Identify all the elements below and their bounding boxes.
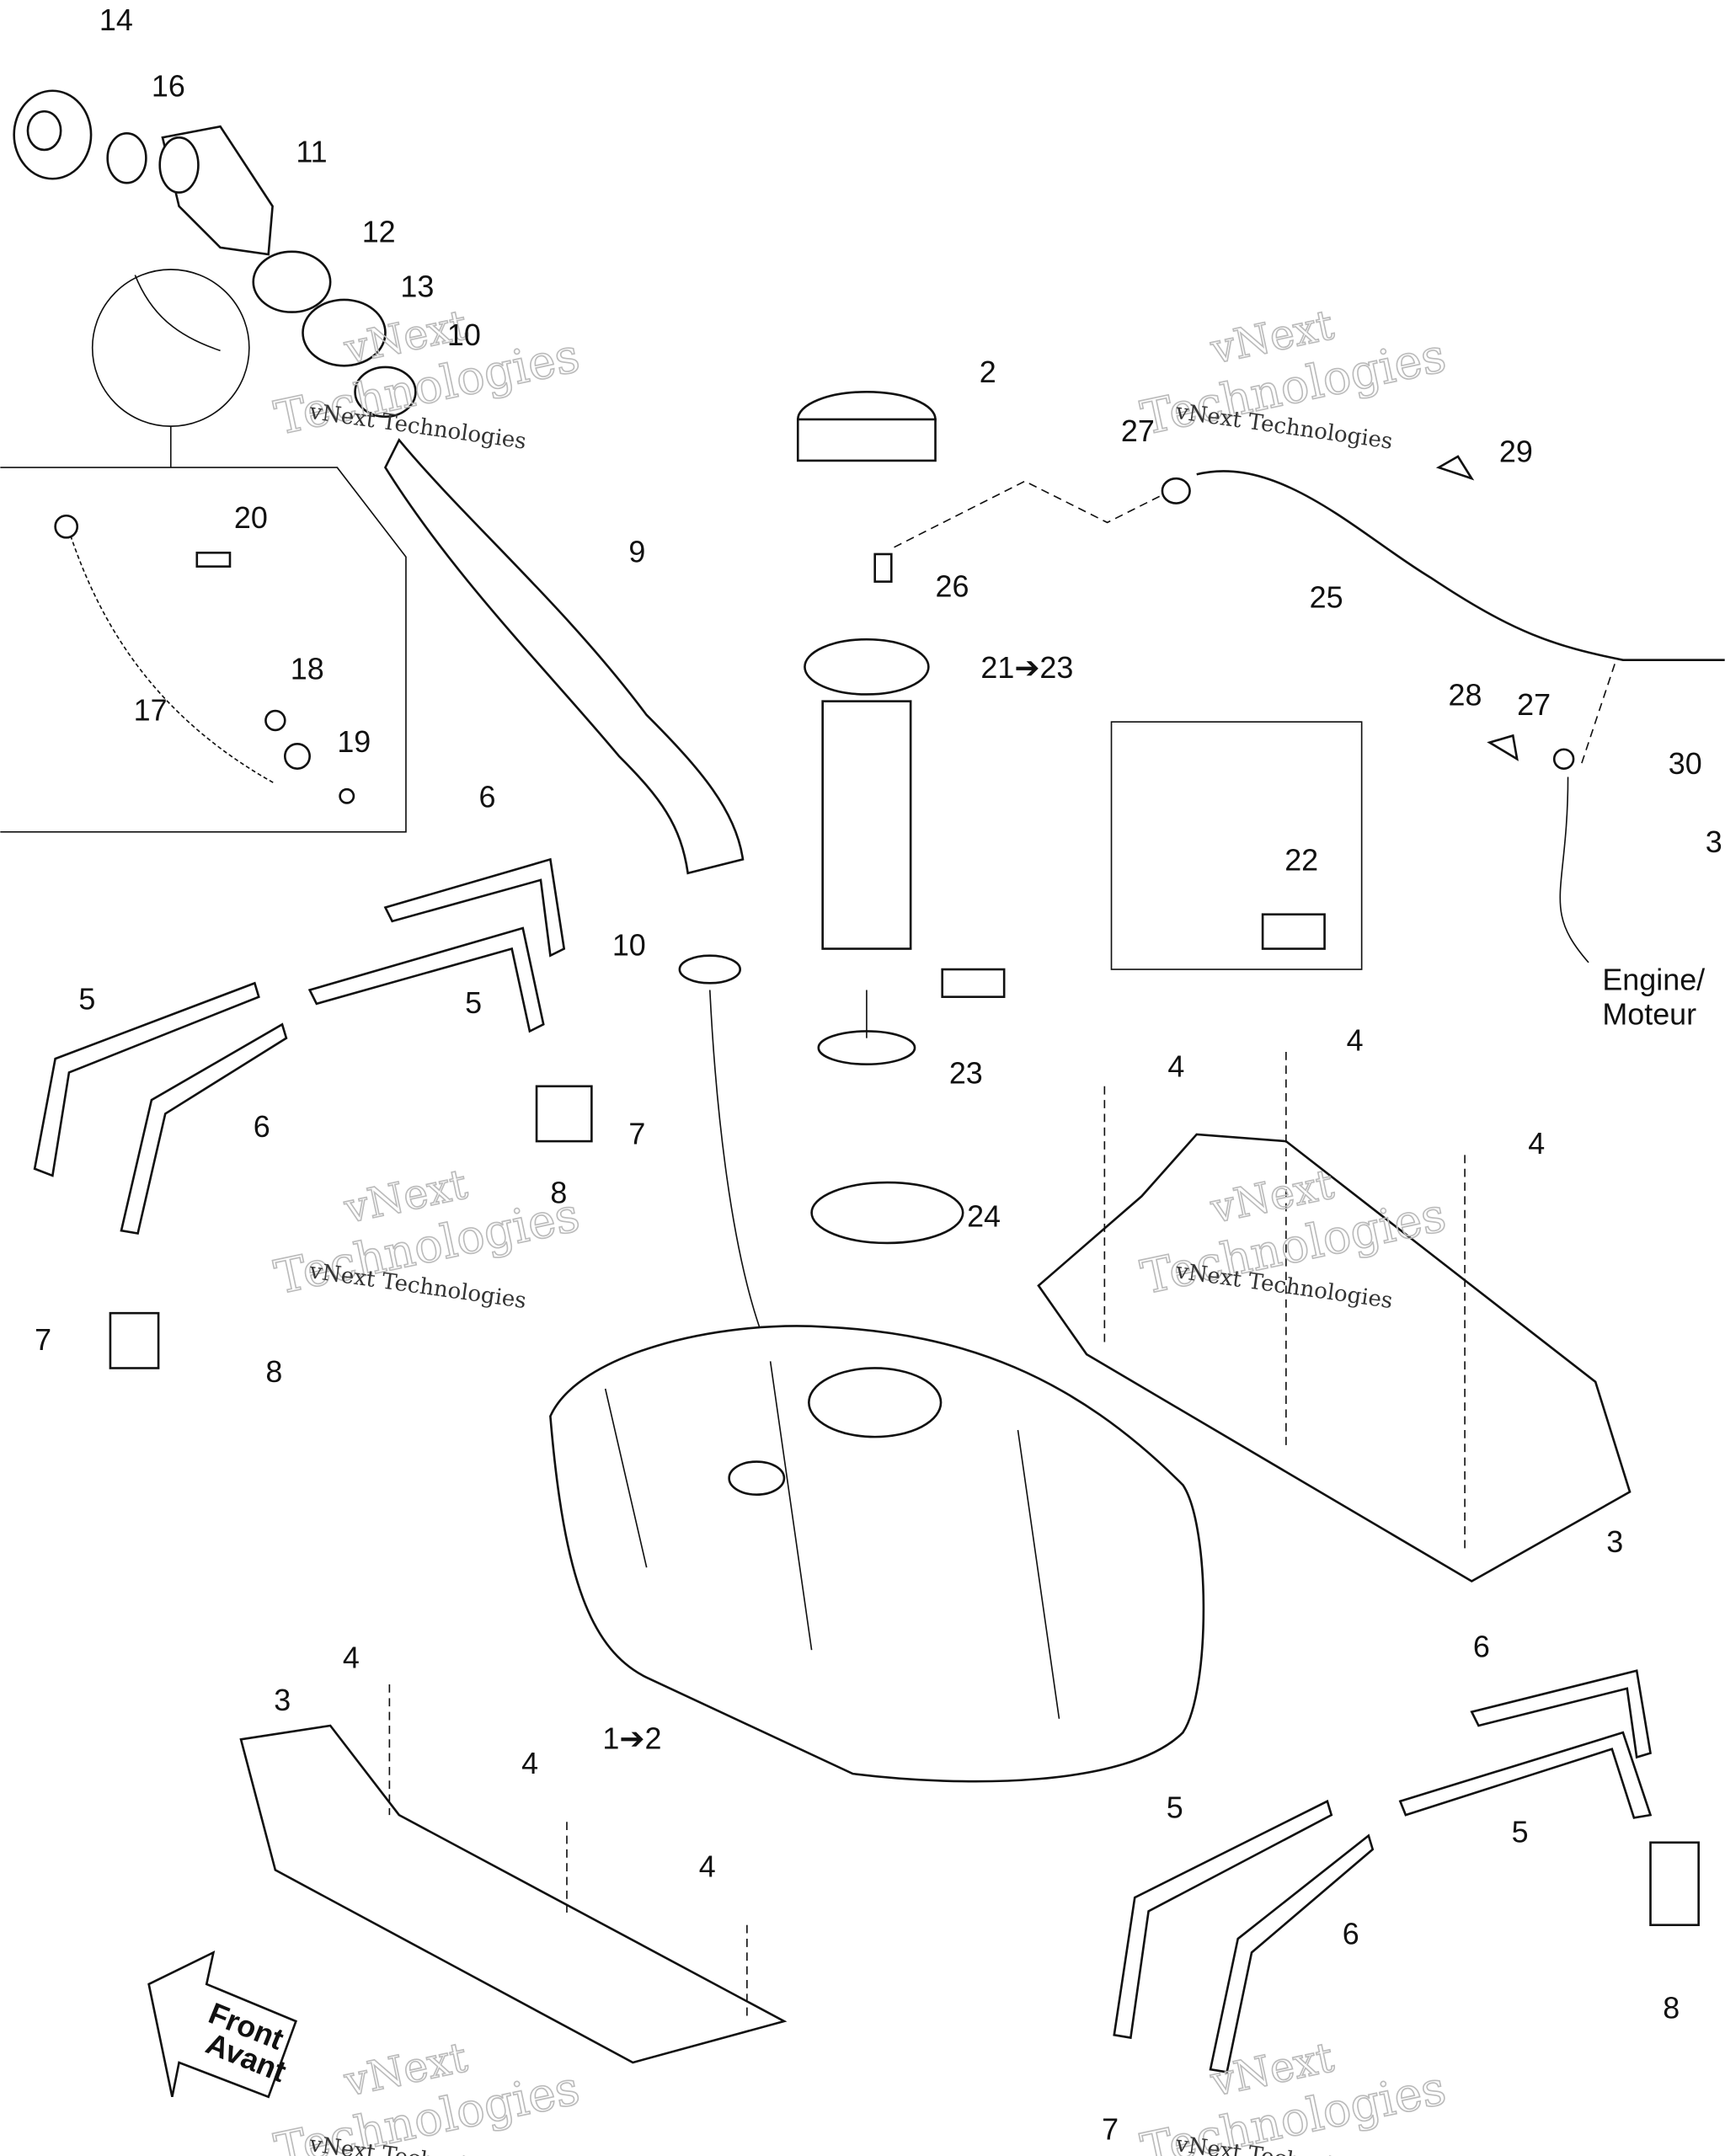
callout-6: 6 xyxy=(478,779,495,814)
callout-9: 9 xyxy=(628,535,645,569)
front-direction-arrow: Front Avant xyxy=(147,1951,298,2099)
callout-4: 4 xyxy=(521,1746,538,1780)
tank-straps xyxy=(33,857,1700,2073)
fuel-tank xyxy=(549,1325,1205,1783)
callout-18: 18 xyxy=(291,652,324,686)
skid-plates xyxy=(239,1051,1632,2064)
callout-7: 7 xyxy=(35,1322,51,1357)
callout-7: 7 xyxy=(628,1116,645,1150)
callout-20: 20 xyxy=(234,500,268,535)
callout-14: 14 xyxy=(99,3,133,37)
callout-4: 4 xyxy=(699,1849,716,1884)
callout-4: 4 xyxy=(1528,1126,1545,1161)
callout-17: 17 xyxy=(134,693,168,728)
callout-28: 28 xyxy=(1449,678,1482,712)
callout-6: 6 xyxy=(1343,1917,1359,1951)
callout-4: 4 xyxy=(343,1640,360,1674)
destination-engine-label: Engine/ xyxy=(1602,963,1705,997)
callout-12: 12 xyxy=(362,214,396,248)
callout-3: 3 xyxy=(274,1683,291,1717)
callout-5: 5 xyxy=(465,985,482,1020)
callout-3: 3 xyxy=(1706,825,1722,859)
callout-5: 5 xyxy=(1512,1815,1529,1849)
callout-24: 24 xyxy=(967,1198,1001,1233)
callout-5: 5 xyxy=(78,981,95,1016)
callout-6: 6 xyxy=(1473,1629,1490,1663)
callout-3: 3 xyxy=(1606,1524,1623,1559)
callout-6: 6 xyxy=(254,1109,270,1144)
vent-hose xyxy=(894,455,1725,963)
callout-11: 11 xyxy=(296,135,327,169)
callout-5: 5 xyxy=(1167,1790,1183,1824)
callout-2: 2 xyxy=(980,355,996,389)
callout-16: 16 xyxy=(152,68,185,103)
callout-19: 19 xyxy=(337,724,371,759)
callout-4: 4 xyxy=(1167,1049,1184,1083)
callout-4: 4 xyxy=(1347,1022,1364,1057)
callout-21-23: 21➔23 xyxy=(980,650,1073,685)
callout-29: 29 xyxy=(1499,435,1533,469)
fuel-pump-assembly xyxy=(796,391,1363,1245)
callout-26: 26 xyxy=(936,569,969,604)
callout-27: 27 xyxy=(1121,414,1155,448)
callout-1-2: 1➔2 xyxy=(602,1721,661,1756)
callout-10: 10 xyxy=(612,928,646,963)
callout-13: 13 xyxy=(400,270,434,304)
destination-moteur-label: Moteur xyxy=(1602,996,1696,1031)
callout-8: 8 xyxy=(550,1176,567,1210)
callout-7: 7 xyxy=(1102,2111,1119,2146)
callout-25: 25 xyxy=(1310,580,1343,615)
callout-8: 8 xyxy=(1663,1991,1680,2025)
filler-cap-assembly xyxy=(13,89,761,1327)
callout-27: 27 xyxy=(1517,687,1551,722)
callout-8: 8 xyxy=(265,1354,282,1389)
detail-inset xyxy=(0,269,407,833)
callout-10: 10 xyxy=(447,318,481,352)
callout-30: 30 xyxy=(1669,746,1702,781)
callout-22: 22 xyxy=(1284,842,1318,877)
callout-23: 23 xyxy=(949,1056,983,1091)
